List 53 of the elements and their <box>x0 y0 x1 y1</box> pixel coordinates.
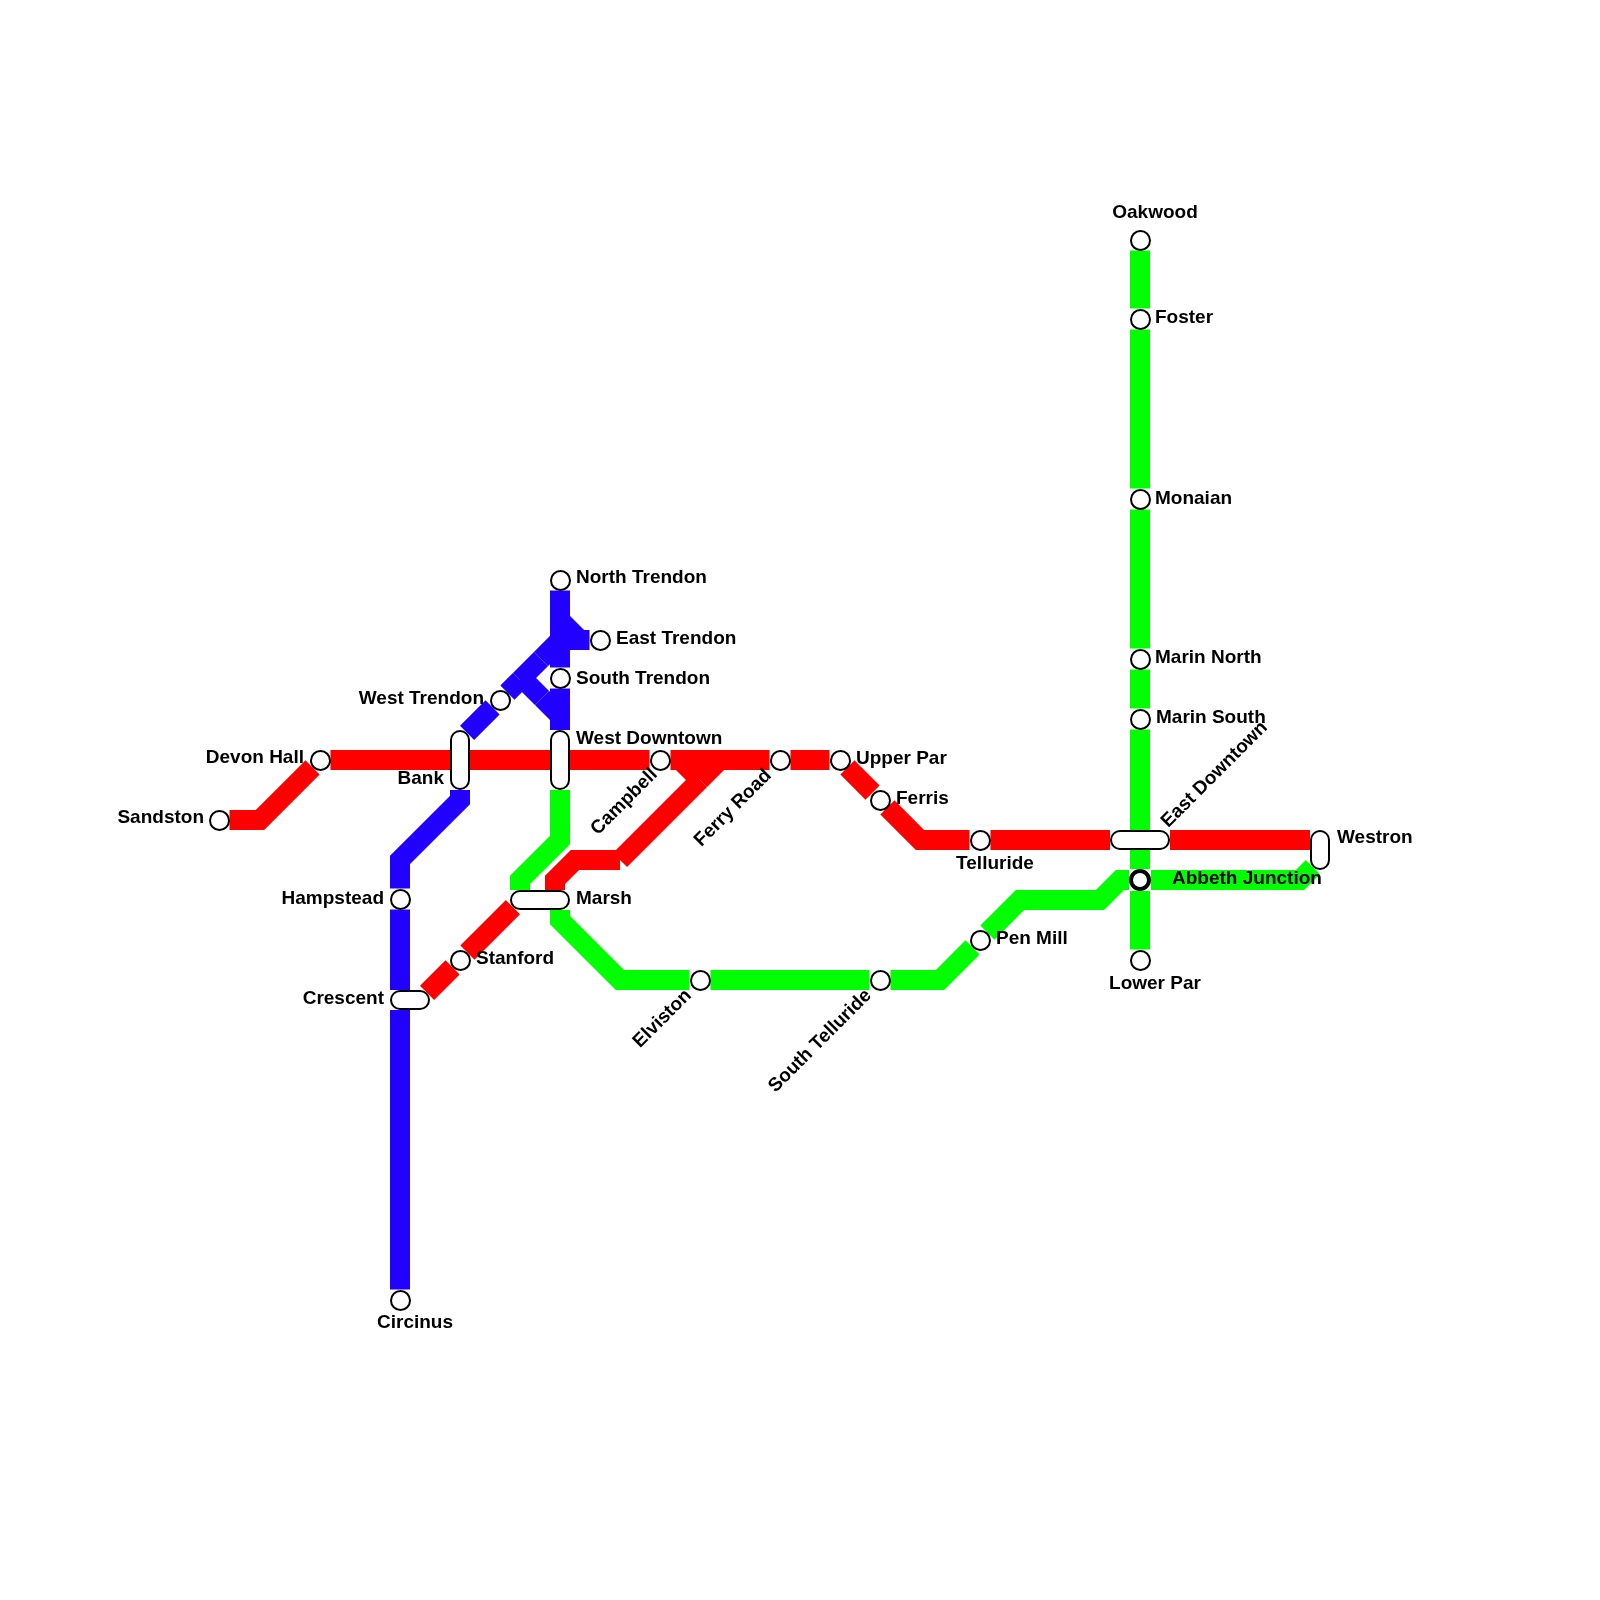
station-label: North Trendon <box>576 566 707 588</box>
station-label: Foster <box>1155 306 1214 328</box>
station-label: Marsh <box>576 887 632 909</box>
rail-line <box>790 750 830 770</box>
rail-line <box>330 750 450 770</box>
rail-line <box>390 790 470 889</box>
station-label: Pen Mill <box>996 927 1068 949</box>
station-label: West Downtown <box>576 727 723 749</box>
rail-line <box>1170 830 1310 850</box>
rail-line <box>1130 329 1150 489</box>
station-label: Ferris <box>896 787 949 809</box>
station-label: Westron <box>1337 826 1413 848</box>
rail-line <box>570 750 650 770</box>
rail-line <box>460 700 500 740</box>
rail-line <box>510 790 570 890</box>
rail-line <box>1130 850 1150 869</box>
station-label: Monaian <box>1155 487 1233 509</box>
rail-line <box>880 800 970 850</box>
rail-line <box>980 870 1130 940</box>
station-label: Devon Hall <box>205 746 304 768</box>
rail-line <box>840 760 880 800</box>
station-label: Circinus <box>377 1311 453 1333</box>
rail-line <box>550 910 690 990</box>
station-label: Crescent <box>302 987 384 1009</box>
rail-line <box>420 960 460 1000</box>
rail-line <box>229 760 320 830</box>
rail-line <box>390 909 410 990</box>
rail-line <box>1130 891 1150 950</box>
station-label: Telluride <box>956 852 1034 874</box>
station-label: East Trendon <box>616 627 737 649</box>
rail-line <box>1130 669 1150 709</box>
station-label: Oakwood <box>1112 201 1198 223</box>
rail-line <box>550 688 570 716</box>
rail-line <box>390 1010 410 1290</box>
rail-line <box>710 970 870 990</box>
station-label: Lower Par <box>1109 972 1201 994</box>
station-label: Sandston <box>117 806 204 828</box>
station-label: South Trendon <box>576 667 711 689</box>
rail-line <box>1130 509 1150 649</box>
rail-line <box>1130 250 1150 309</box>
station-label: Upper Par <box>856 747 947 769</box>
rail-line <box>890 940 980 990</box>
station-label: Stanford <box>476 947 555 969</box>
rail-line <box>990 830 1110 850</box>
station-label: Hampstead <box>281 887 384 909</box>
rail-line <box>1130 729 1150 830</box>
rail-line <box>470 750 550 770</box>
station-label: Bank <box>397 767 444 789</box>
rail-line <box>550 620 570 668</box>
station-label: Marin North <box>1155 646 1262 668</box>
rail-line <box>550 716 570 730</box>
rail-line <box>460 900 520 960</box>
station-label: West Trendon <box>358 687 484 709</box>
